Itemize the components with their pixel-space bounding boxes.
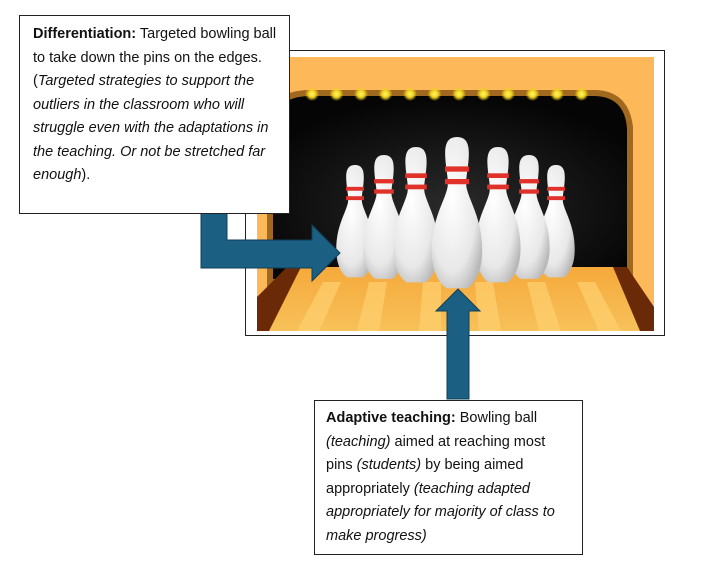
differentiation-callout: Differentiation: Targeted bowling ball t… bbox=[19, 15, 290, 214]
marquee-light bbox=[476, 87, 491, 101]
up-arrow-to-center-pins bbox=[434, 288, 482, 400]
differentiation-text-end: ). bbox=[81, 167, 91, 183]
differentiation-heading: Differentiation: bbox=[33, 26, 137, 42]
bowling-pin bbox=[431, 137, 483, 289]
marquee-light bbox=[574, 87, 589, 101]
lane-boards bbox=[297, 282, 621, 331]
marquee-light bbox=[403, 87, 417, 101]
lane-gutter-right bbox=[613, 267, 654, 331]
pin-stripe bbox=[444, 179, 470, 185]
marquee-light bbox=[378, 87, 393, 101]
marquee-light bbox=[329, 87, 344, 101]
marquee-light bbox=[354, 87, 368, 101]
pin-stripe bbox=[346, 186, 364, 191]
adaptive-italic-3: (teaching adapted appropriately for majo… bbox=[326, 480, 555, 544]
adaptive-italic-1: (teaching) bbox=[326, 433, 391, 450]
pin-stripe bbox=[346, 196, 364, 201]
adaptive-teaching-callout: Adaptive teaching: Bowling ball (teachin… bbox=[314, 400, 583, 555]
differentiation-text: Targeted bowling ball to take down the p… bbox=[33, 26, 277, 89]
bowling-pin bbox=[393, 147, 439, 283]
pin-stripe bbox=[487, 184, 509, 190]
adaptive-text-3: by being aimed appropriately bbox=[326, 457, 524, 497]
marquee-light bbox=[427, 87, 442, 101]
bowling-pins bbox=[336, 137, 575, 289]
pin-stripe bbox=[405, 184, 427, 190]
bowling-scene bbox=[257, 57, 654, 331]
marquee-light bbox=[525, 87, 540, 101]
pin-stripe bbox=[444, 166, 470, 172]
adaptive-text-1: Bowling ball bbox=[455, 410, 538, 426]
adaptive-text-2: aimed at reaching most pins bbox=[326, 433, 546, 474]
marquee-light bbox=[550, 87, 564, 101]
lane-gutter-left bbox=[257, 267, 301, 331]
bowling-pin bbox=[475, 147, 521, 283]
pin-stripe bbox=[405, 173, 427, 179]
marquee-light bbox=[452, 87, 466, 101]
pin-stripe bbox=[547, 186, 565, 191]
pin-stripe bbox=[374, 179, 394, 184]
pin-stripe bbox=[487, 173, 509, 179]
pin-stripe bbox=[519, 189, 539, 194]
adaptive-heading: Adaptive teaching: bbox=[326, 410, 456, 426]
marquee-light bbox=[501, 87, 515, 101]
pin-stripe bbox=[374, 189, 394, 194]
pin-stripe bbox=[547, 196, 565, 201]
bowling-lane-illustration bbox=[257, 57, 654, 331]
differentiation-italic-text: Targeted strategies to support the outli… bbox=[33, 73, 269, 183]
marquee-light bbox=[305, 87, 319, 101]
pin-stripe bbox=[519, 179, 539, 184]
marquee-lights bbox=[305, 87, 589, 101]
adaptive-italic-2: (students) bbox=[356, 457, 422, 473]
